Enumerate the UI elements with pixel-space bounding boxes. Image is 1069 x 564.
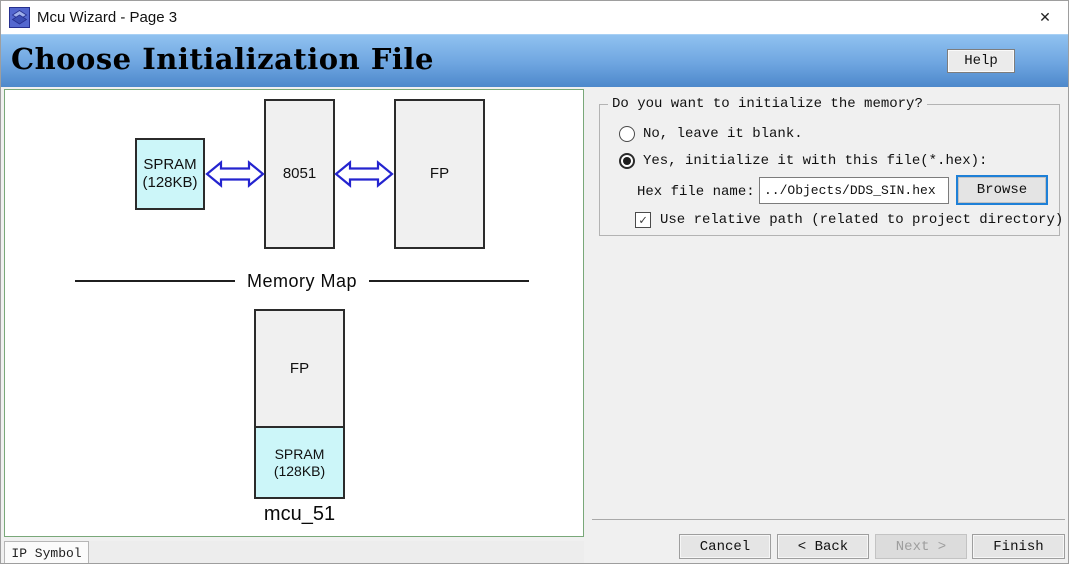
window-title: Mcu Wizard - Page 3 xyxy=(37,9,178,26)
spram-block-label: SPRAM xyxy=(143,156,197,173)
cpu-8051-block: 8051 xyxy=(264,99,335,249)
page-title: Choose Initialization File xyxy=(11,42,434,76)
memory-map-title: Memory Map xyxy=(246,270,358,291)
hex-file-input[interactable] xyxy=(759,177,949,204)
memmap-fp-block: FP xyxy=(254,309,345,428)
relative-path-label: Use relative path (related to project di… xyxy=(660,212,1064,228)
ip-symbol-panel: SPRAM (128KB) 8051 FP Memory Map FP SPRA… xyxy=(4,89,584,537)
relative-path-checkbox[interactable]: ✓ xyxy=(635,212,651,228)
bus-arrow-icon xyxy=(334,160,394,188)
fp-block: FP xyxy=(394,99,485,249)
init-memory-groupbox: Do you want to initialize the memory? No… xyxy=(599,96,1063,236)
radio-row-yes[interactable]: Yes, initialize it with this file(*.hex)… xyxy=(619,152,987,169)
help-button[interactable]: Help xyxy=(947,49,1015,73)
radio-no[interactable] xyxy=(619,125,635,142)
footer-button[interactable]: Next > xyxy=(875,534,967,559)
memory-map-divider: Memory Map xyxy=(75,268,529,294)
tab-ip-symbol[interactable]: IP Symbol xyxy=(4,541,89,563)
mcu-caption: mcu_51 xyxy=(263,503,336,525)
tab-strip: IP Symbol xyxy=(4,541,584,563)
bus-arrow-icon xyxy=(205,160,265,188)
spram-block-size: (128KB) xyxy=(142,174,198,191)
titlebar: Mcu Wizard - Page 3 ✕ xyxy=(1,1,1068,34)
footer-button[interactable]: Cancel xyxy=(679,534,771,559)
groupbox-title: Do you want to initialize the memory? xyxy=(608,96,927,112)
spram-block: SPRAM (128KB) xyxy=(135,138,205,210)
radio-no-label: No, leave it blank. xyxy=(643,125,803,142)
fp-label: FP xyxy=(429,165,450,182)
settings-pane: Do you want to initialize the memory? No… xyxy=(585,87,1068,563)
close-icon[interactable]: ✕ xyxy=(1039,9,1051,25)
browse-button[interactable]: Browse xyxy=(956,175,1048,205)
page-banner: Choose Initialization File Help xyxy=(1,34,1068,87)
footer-button[interactable]: < Back xyxy=(777,534,869,559)
memmap-spram-block: SPRAM (128KB) xyxy=(254,426,345,499)
relative-path-row[interactable]: ✓ Use relative path (related to project … xyxy=(635,211,1063,229)
radio-row-no[interactable]: No, leave it blank. xyxy=(619,125,803,142)
footer-button[interactable]: Finish xyxy=(972,534,1065,559)
hex-file-label: Hex file name: xyxy=(637,184,755,200)
divider-line xyxy=(75,280,235,282)
footer-divider xyxy=(592,519,1065,520)
radio-yes[interactable] xyxy=(619,152,635,169)
radio-yes-label: Yes, initialize it with this file(*.hex)… xyxy=(643,152,988,169)
memmap-spram-label: SPRAM xyxy=(274,445,325,462)
app-icon xyxy=(9,7,30,28)
memmap-spram-size: (128KB) xyxy=(273,462,326,479)
cpu-8051-label: 8051 xyxy=(282,165,317,182)
divider-line xyxy=(369,280,529,282)
checkmark-icon: ✓ xyxy=(639,212,647,228)
memmap-fp-label: FP xyxy=(289,359,310,377)
